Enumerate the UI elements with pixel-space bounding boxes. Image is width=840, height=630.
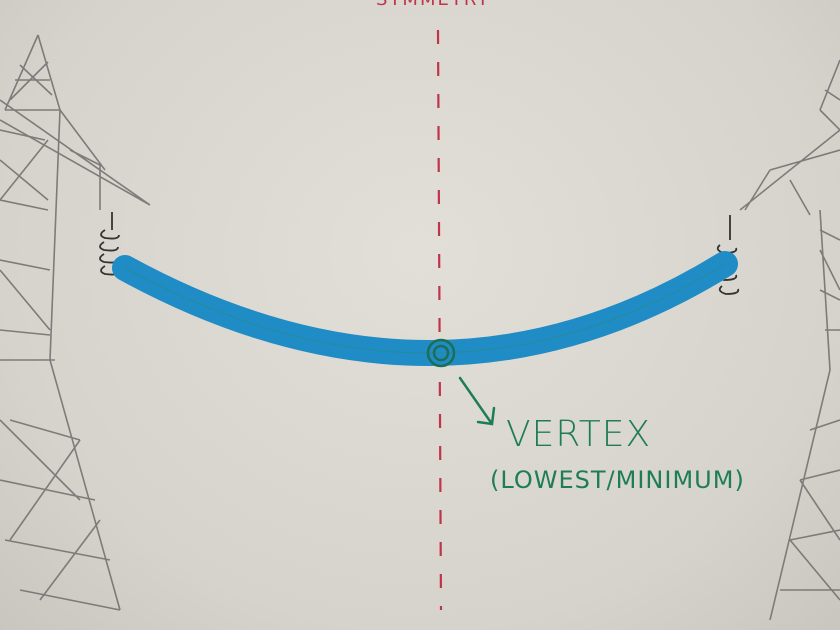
left-insulator-coil [99,212,120,276]
left-pylon [0,34,151,611]
parabolic-cable [112,251,738,366]
vertex-marker-icon [426,338,456,368]
axis-of-symmetry-label: SYMMETRY [376,0,490,10]
cable-outline [124,263,726,354]
right-pylon [739,59,840,621]
vertex-note-label: (LOWEST/MINIMUM) [490,466,745,494]
arrow-icon [458,376,496,426]
axis-of-symmetry-line [436,29,443,611]
vertex-label: VERTEX [506,414,652,455]
